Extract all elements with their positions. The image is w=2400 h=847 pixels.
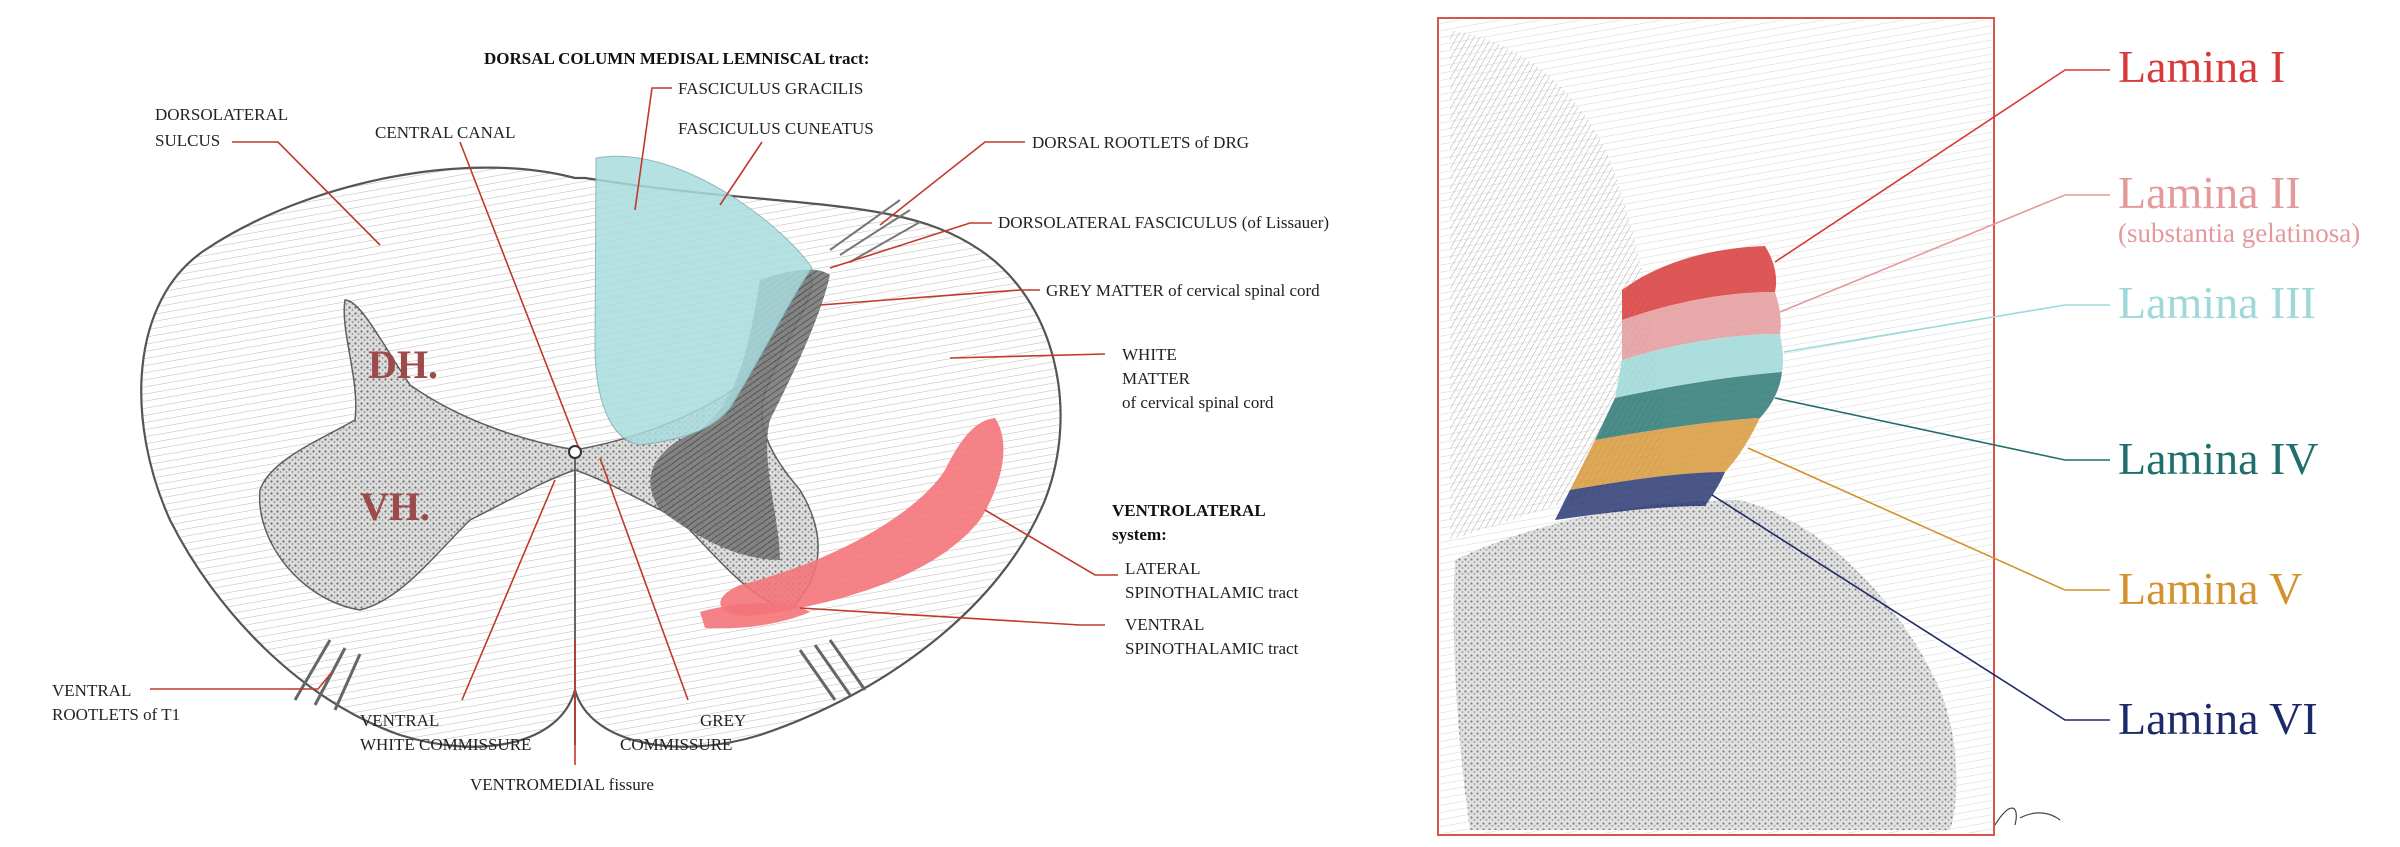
laminae-labels: Lamina I Lamina II (substantia gelatinos…	[2118, 41, 2360, 744]
leader-ventral-white-commissure	[461, 479, 556, 701]
label-lamina-III: Lamina III	[2118, 277, 2316, 328]
label-ventral-spinothalamic-1: VENTRAL	[1125, 615, 1204, 634]
central-canal	[568, 445, 582, 459]
label-ventrolateral-system-2: system:	[1112, 525, 1167, 544]
leader-ventral-rootlets	[150, 671, 333, 690]
dorsal-rootlets	[829, 199, 921, 263]
leader-white-matter	[949, 353, 1106, 359]
leader-grey-commissure	[599, 457, 689, 701]
label-dorsolateral-sulcus-1: DORSOLATERAL	[155, 105, 288, 124]
label-ventrolateral-system-1: VENTROLATERAL	[1112, 501, 1266, 520]
leader-central-canal	[459, 141, 579, 447]
leader-dorsolateral-sulcus	[232, 141, 381, 246]
label-ventral-rootlets-1: VENTRAL	[52, 681, 131, 700]
leader-dorsal-rootlets	[879, 141, 1025, 226]
label-lamina-II-sub: (substantia gelatinosa)	[2118, 218, 2360, 248]
dorsal-column	[594, 155, 813, 446]
label-ventromedial-fissure: VENTROMEDIAL fissure	[470, 775, 654, 794]
leader-ventral-spinothalamic	[799, 607, 1105, 626]
label-white-matter-1: WHITE	[1122, 345, 1177, 364]
label-lateral-spinothalamic-1: LATERAL	[1125, 559, 1201, 578]
lamina-I-region	[1622, 246, 1777, 320]
leader-fasciculus-cuneatus	[719, 141, 763, 206]
label-lamina-V: Lamina V	[2118, 563, 2302, 614]
label-lateral-spinothalamic-2: SPINOTHALAMIC tract	[1125, 583, 1299, 602]
leader-lateral-spinothalamic	[984, 509, 1118, 576]
laminae-grey-matter	[1453, 500, 1957, 830]
label-grey-matter: GREY MATTER of cervical spinal cord	[1046, 281, 1320, 300]
label-grey-commissure-1: GREY	[700, 711, 746, 730]
leader-fasciculus-gracilis	[634, 87, 672, 211]
leader-lamina-II	[1779, 194, 2110, 313]
label-ventral-white-commissure-1: VENTRAL	[360, 711, 439, 730]
label-grey-commissure-2: COMMISSURE	[620, 735, 732, 754]
leader-lamina-III	[1783, 304, 2110, 353]
leader-grey-matter	[819, 289, 1040, 306]
label-central-canal: CENTRAL CANAL	[375, 123, 516, 142]
label-dorsal-rootlets: DORSAL ROOTLETS of DRG	[1032, 133, 1249, 152]
label-white-matter-3: of cervical spinal cord	[1122, 393, 1274, 412]
label-lamina-VI: Lamina VI	[2118, 693, 2318, 744]
lamina-V-region	[1570, 418, 1760, 490]
left-leader-lines	[150, 87, 1118, 765]
artist-signature	[1994, 807, 2061, 826]
laminae-leaders	[1711, 69, 2110, 721]
ventral-spinothalamic-tract	[700, 603, 810, 629]
dorsal-horn-label: DH.	[368, 342, 438, 387]
label-fasciculus-gracilis: FASCICULUS GRACILIS	[678, 79, 863, 98]
label-dcml-heading: DORSAL COLUMN MEDISAL LEMNISCAL tract:	[484, 49, 869, 68]
label-fasciculus-cuneatus: FASCICULUS CUNEATUS	[678, 119, 874, 138]
label-lamina-IV: Lamina IV	[2118, 433, 2319, 484]
lamina-IV-region	[1595, 372, 1782, 440]
left-labels: DORSOLATERAL SULCUS CENTRAL CANAL DORSAL…	[52, 49, 1329, 794]
label-dorsolateral-sulcus-2: SULCUS	[155, 131, 220, 150]
label-lamina-II: Lamina II	[2118, 167, 2301, 218]
label-ventral-white-commissure-2: WHITE COMMISSURE	[360, 735, 531, 754]
lamina-II-region	[1622, 292, 1781, 360]
label-ventral-spinothalamic-2: SPINOTHALAMIC tract	[1125, 639, 1299, 658]
lateral-spinothalamic-tract	[720, 418, 1004, 616]
ventral-horn-label: VH.	[360, 484, 430, 529]
dorsal-horn-right-shading	[650, 269, 830, 560]
lamina-III-region	[1615, 334, 1784, 398]
laminae-panel	[1437, 17, 2061, 836]
leader-lamina-IV	[1774, 397, 2110, 461]
spinal-cord-section: DH. VH.	[140, 155, 1062, 748]
label-lamina-I: Lamina I	[2118, 41, 2285, 92]
leader-lamina-V	[1747, 447, 2110, 591]
lamina-VI-region	[1555, 472, 1725, 520]
leader-dorsolateral-fasciculus	[829, 222, 992, 269]
label-white-matter-2: MATTER	[1122, 369, 1191, 388]
leader-lamina-VI	[1711, 494, 2110, 721]
leader-lamina-I	[1774, 69, 2110, 263]
ventral-rootlets-right	[798, 639, 867, 701]
label-ventral-rootlets-2: ROOTLETS of T1	[52, 705, 180, 724]
ventral-rootlets-left	[293, 639, 362, 711]
label-dorsolateral-fasciculus: DORSOLATERAL FASCICULUS (of Lissauer)	[998, 213, 1329, 232]
